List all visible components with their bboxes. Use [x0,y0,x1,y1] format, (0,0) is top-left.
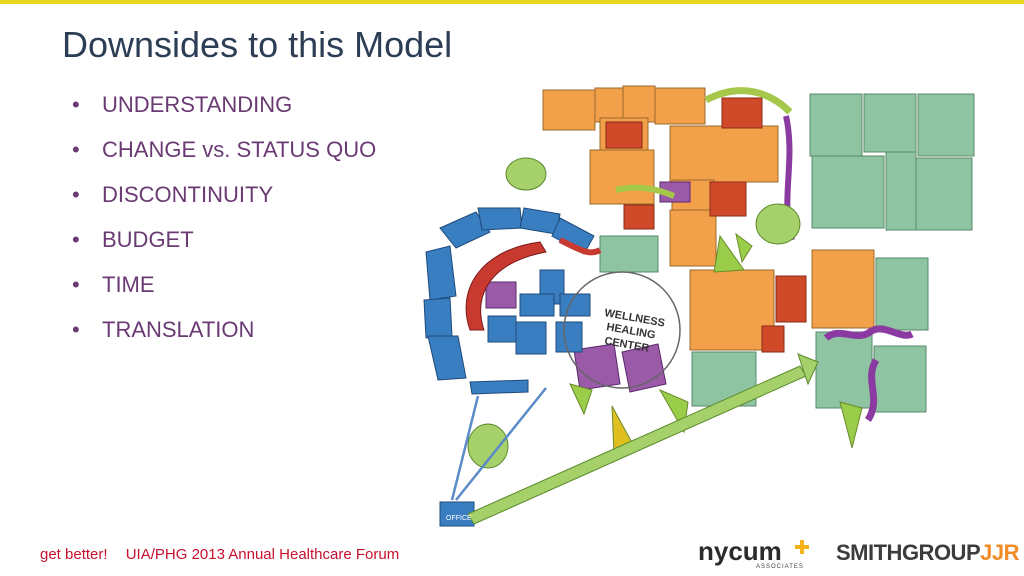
bullet-item: CHANGE vs. STATUS QUO [68,135,376,180]
blue-blocks [423,207,595,527]
purple-blocks [485,181,691,393]
nycum-logo: nycum ASSOCIATES [698,536,809,570]
red-blocks [605,97,807,353]
bullet-item: UNDERSTANDING [68,90,376,135]
office-label: OFFICE [446,515,472,522]
bullet-item: DISCONTINUITY [68,180,376,225]
smithgroup-jjr: JJR [980,540,1019,565]
red-arc [465,241,547,331]
svg-text:ASSOCIATES: ASSOCIATES [756,564,804,570]
center-circle [563,271,681,389]
smithgroup-name: SMITHGROUP [836,540,981,565]
purple-squiggle [864,358,880,422]
smithgroup-logo: SMITHGROUPJJR [836,540,1019,566]
green-swoosh [704,87,793,115]
red-swoosh [558,237,602,256]
bullet-item: BUDGET [68,225,376,270]
plus-icon [795,540,809,554]
svg-text:nycum: nycum [698,536,782,566]
footer-tagline: get better! [40,546,108,563]
bullet-list: UNDERSTANDING CHANGE vs. STATUS QUO DISC… [68,90,376,360]
green-swoosh [615,184,676,199]
purple-squiggle [823,325,914,341]
green-blobs [467,157,801,469]
bullet-item: TIME [68,270,376,315]
planning-diagram: WELLNESS HEALING CENTER OFFICE [423,85,975,527]
long-arrow [467,353,819,525]
orange-blocks [542,85,875,351]
bullet-item: TRANSLATION [68,315,376,360]
footer: get better! UIA/PHG 2013 Annual Healthca… [40,546,413,563]
connector-lines [450,387,547,501]
slide-title: Downsides to this Model [62,24,453,65]
footer-event: UIA/PHG 2013 Annual Healthcare Forum [125,546,400,563]
top-accent-rule [0,0,1024,4]
teal-blocks [599,93,975,413]
